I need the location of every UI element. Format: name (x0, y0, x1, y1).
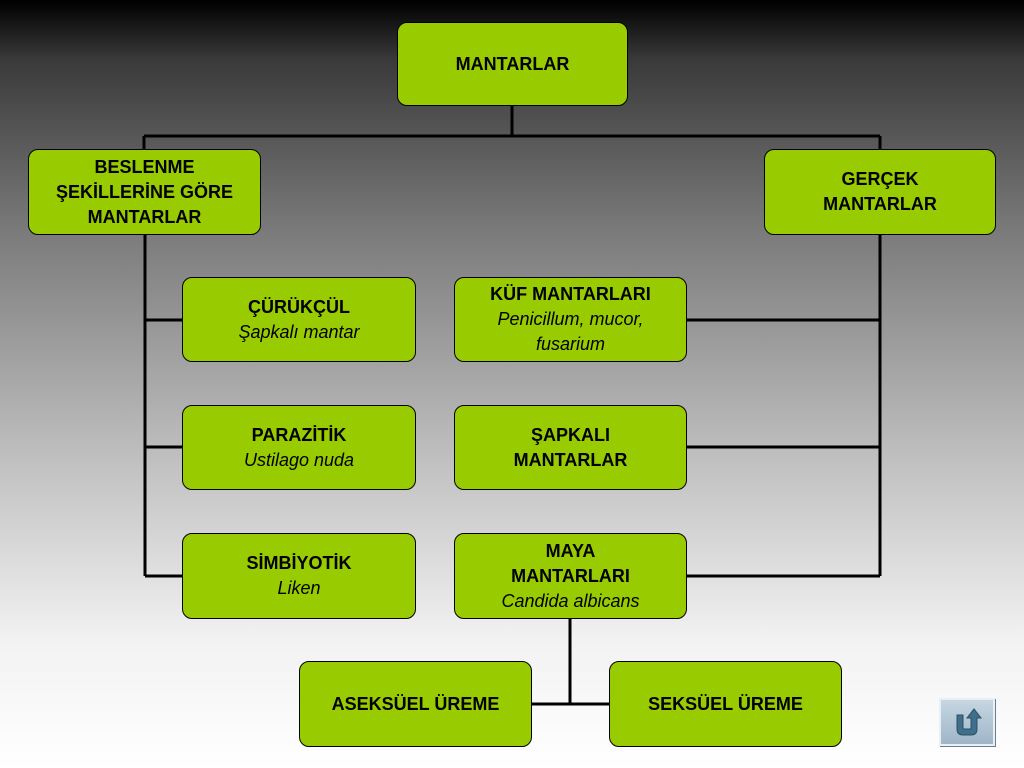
left-group-title-line-1: BESLENME (94, 156, 195, 177)
root-title: MANTARLAR (455, 53, 570, 74)
left-item-title: PARAZİTİK (251, 424, 347, 445)
left-item-title: SİMBİYOTİK (246, 553, 352, 573)
right-item-cap-mushroom: ŞAPKALI MANTARLAR (454, 405, 687, 490)
left-group-title-line-3: MANTARLAR (87, 206, 202, 227)
left-item-parasitic: PARAZİTİK Ustilago nuda (182, 405, 416, 490)
asexual-reproduction-node: ASEKSÜEL ÜREME (299, 661, 532, 747)
right-item-example-line-2: fusarium (535, 334, 606, 354)
right-item-title-line-2: MANTARLARI (511, 565, 630, 586)
root-node: MANTARLAR (397, 22, 628, 106)
left-item-example: Ustilago nuda (243, 449, 355, 470)
right-item-title-line-1: MAYA (545, 540, 596, 561)
left-item-example: Liken (277, 578, 321, 598)
right-item-yeast: MAYA MANTARLARI Candida albicans (454, 533, 687, 619)
left-item-example: Şapkalı mantar (238, 321, 360, 342)
right-group-node: GERÇEK MANTARLAR (764, 149, 996, 235)
sexual-reproduction-label: SEKSÜEL ÜREME (648, 693, 803, 714)
return-arrow-icon (956, 708, 983, 736)
right-item-mold: KÜF MANTARLARI Penicillum, mucor, fusari… (454, 277, 687, 362)
left-item-saprophytic: ÇÜRÜKÇÜL Şapkalı mantar (182, 277, 416, 362)
asexual-reproduction-label: ASEKSÜEL ÜREME (331, 693, 500, 714)
right-item-title-line-1: ŞAPKALI (530, 424, 610, 445)
left-group-title-line-2: ŞEKİLLERİNE GÖRE (55, 181, 234, 202)
right-item-title: KÜF MANTARLARI (490, 284, 651, 304)
sexual-reproduction-node: SEKSÜEL ÜREME (609, 661, 842, 747)
left-item-symbiotic: SİMBİYOTİK Liken (182, 533, 416, 619)
left-item-title: ÇÜRÜKÇÜL (248, 296, 350, 317)
right-item-example-line-1: Penicillum, mucor, (497, 309, 644, 329)
right-item-example: Candida albicans (501, 590, 640, 611)
right-item-title-line-2: MANTARLAR (513, 449, 628, 470)
right-group-title-line-2: MANTARLAR (823, 194, 937, 214)
return-button[interactable] (939, 698, 995, 746)
left-group-node: BESLENME ŞEKİLLERİNE GÖRE MANTARLAR (28, 149, 261, 235)
right-group-title-line-1: GERÇEK (841, 169, 919, 189)
